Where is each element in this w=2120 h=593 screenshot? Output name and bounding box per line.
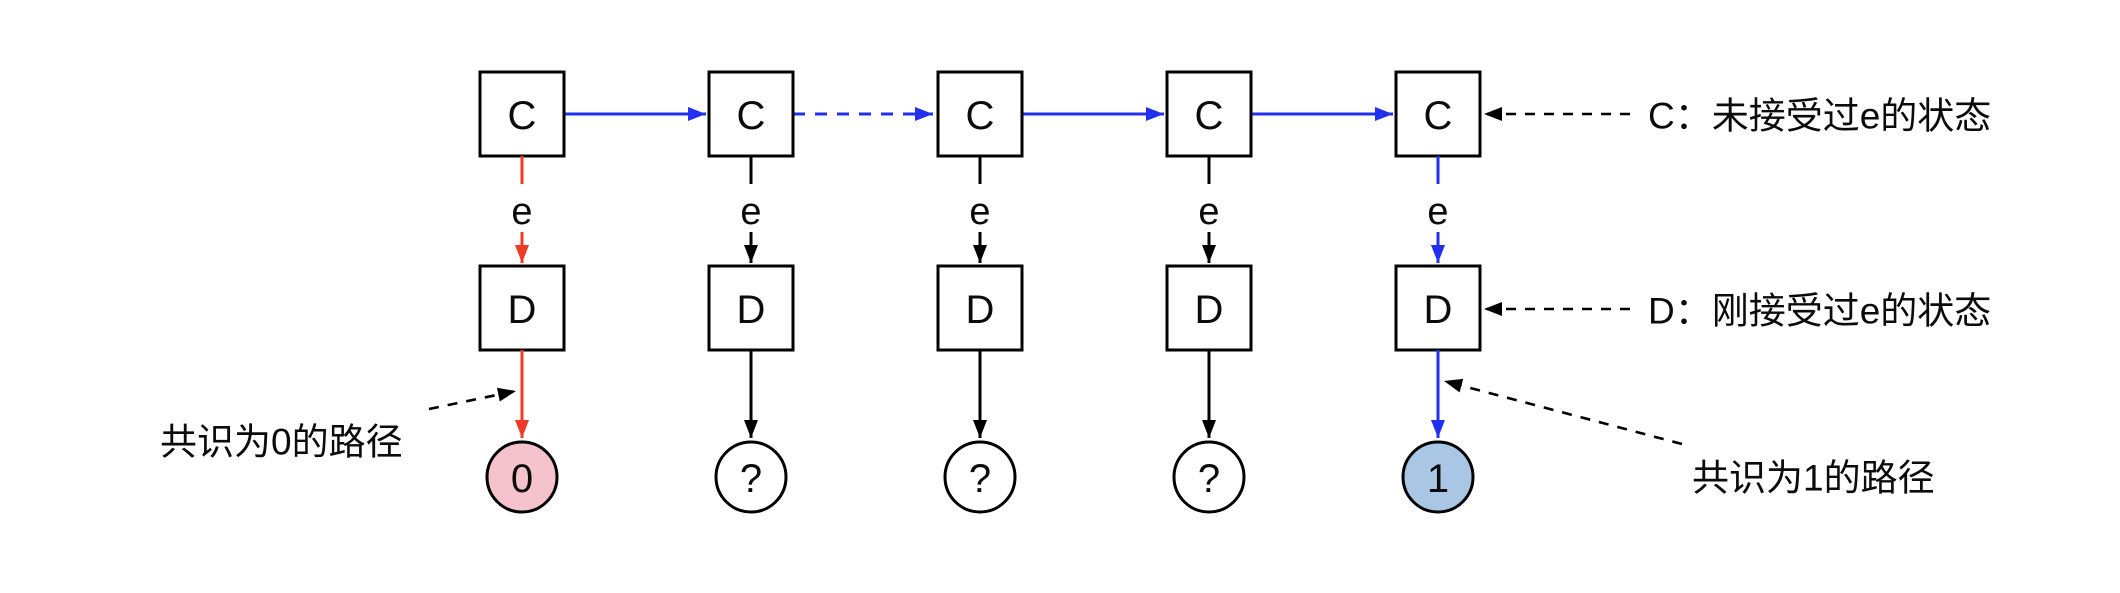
c-state-note: C：未接受过e的状态 xyxy=(1648,96,1991,137)
annotation-arrow-consensus-1 xyxy=(1443,378,1683,446)
event-label-2: e xyxy=(740,191,761,233)
result-node-0-label: 0 xyxy=(511,457,533,501)
result-node-unknown-2 xyxy=(943,440,1017,514)
result-node-unknown-1-label: ? xyxy=(740,457,762,501)
c-node-1 xyxy=(478,70,566,158)
result-node-unknown-2-label: ? xyxy=(969,457,991,501)
event-label-5: e xyxy=(1427,191,1448,233)
event-label-3: e xyxy=(969,191,990,233)
result-node-unknown-1 xyxy=(714,440,788,514)
d-node-1-label: D xyxy=(508,288,537,332)
c-node-2-label: C xyxy=(737,94,766,138)
c-node-3-label: C xyxy=(966,94,995,138)
consensus-1-note: 共识为1的路径 xyxy=(1692,458,1935,499)
result-node-1-label: 1 xyxy=(1427,457,1449,501)
d-node-4 xyxy=(1165,264,1253,352)
d-node-4-label: D xyxy=(1195,288,1224,332)
result-node-1 xyxy=(1401,440,1475,514)
d-node-3-label: D xyxy=(966,288,995,332)
d-node-2 xyxy=(707,264,795,352)
d-node-2-label: D xyxy=(737,288,766,332)
c-node-5-label: C xyxy=(1424,94,1453,138)
c-node-4-label: C xyxy=(1195,94,1224,138)
c-node-5 xyxy=(1394,70,1482,158)
d-node-5 xyxy=(1394,264,1482,352)
result-node-unknown-3-label: ? xyxy=(1198,457,1220,501)
result-node-unknown-3 xyxy=(1172,440,1246,514)
consensus-0-note: 共识为0的路径 xyxy=(160,422,403,463)
d-state-note: D：刚接受过e的状态 xyxy=(1648,291,1991,332)
annotation-arrow-consensus-0 xyxy=(428,387,517,411)
d-node-5-label: D xyxy=(1424,288,1453,332)
event-label-1: e xyxy=(511,191,532,233)
c-node-3 xyxy=(936,70,1024,158)
d-node-1 xyxy=(478,264,566,352)
c-node-1-label: C xyxy=(508,94,537,138)
result-node-0 xyxy=(485,440,559,514)
event-label-4: e xyxy=(1198,191,1219,233)
d-node-3 xyxy=(936,264,1024,352)
